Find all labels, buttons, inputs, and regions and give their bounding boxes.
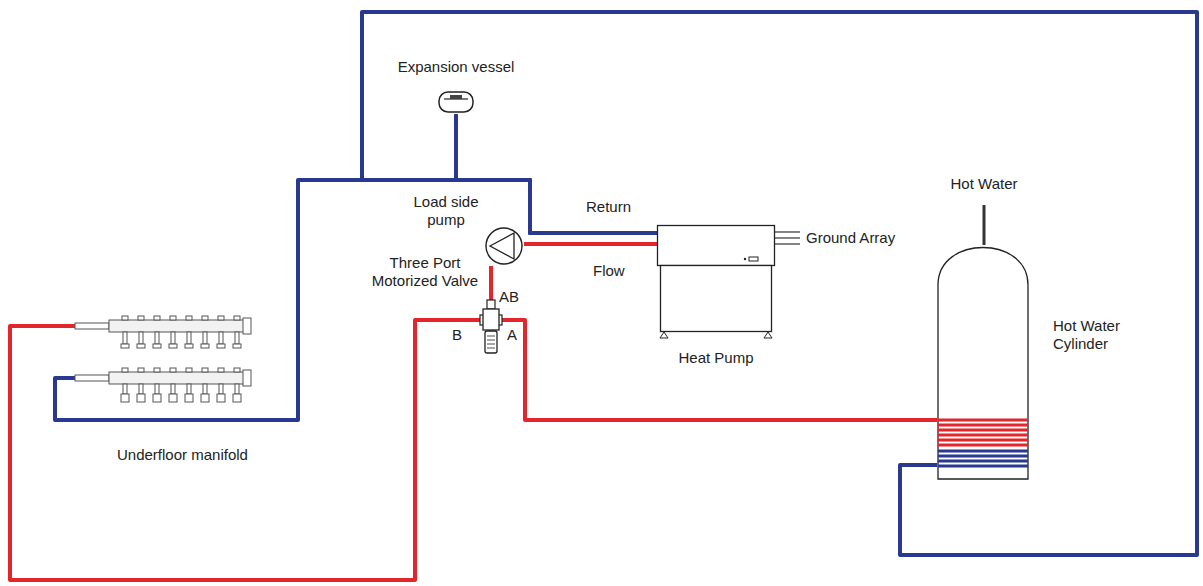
node-label: Hot Water Cylinder (1053, 317, 1145, 353)
pipe (502, 320, 937, 420)
pipe-label: Flow (591, 262, 627, 280)
pipe-label: Return (584, 198, 633, 216)
heat-pump-unit: Heat Pump (657, 225, 775, 339)
pump-symbol: Load side pump (484, 226, 524, 266)
port-label: AB (499, 288, 519, 306)
node-label: Heat Pump (678, 349, 753, 367)
underfloor-manifold-outline (75, 316, 255, 404)
pipe (524, 242, 657, 246)
port-label: A (507, 326, 517, 344)
ground-array-pipes (775, 232, 800, 244)
three-port-valve-outline (480, 300, 502, 356)
node-label: Expansion vessel (398, 58, 515, 76)
pipe (489, 266, 493, 300)
underfloor-manifold: Underfloor manifold (75, 316, 255, 404)
hot-water-cylinder: Hot WaterHot Water Cylinder (937, 205, 1029, 480)
node-label: Load side pump (412, 193, 480, 229)
expansion-vessel: Expansion vessel (438, 90, 474, 114)
hot-water-cylinder-outline (937, 205, 1029, 480)
port-label: B (452, 326, 462, 344)
node-label: Three Port Motorized Valve (368, 254, 482, 290)
pipe (55, 180, 657, 420)
node-label: Hot Water (951, 175, 1018, 193)
pipe (362, 12, 1197, 555)
pipe-label: Ground Array (806, 229, 895, 247)
pipe (456, 114, 657, 233)
three-port-valve: Three Port Motorized Valve (480, 300, 502, 356)
node-label: Underfloor manifold (117, 446, 248, 464)
heat-pump-unit-outline (657, 225, 775, 339)
pipe (10, 320, 480, 580)
pump-symbol-outline (484, 226, 524, 266)
expansion-vessel-outline (438, 90, 474, 114)
